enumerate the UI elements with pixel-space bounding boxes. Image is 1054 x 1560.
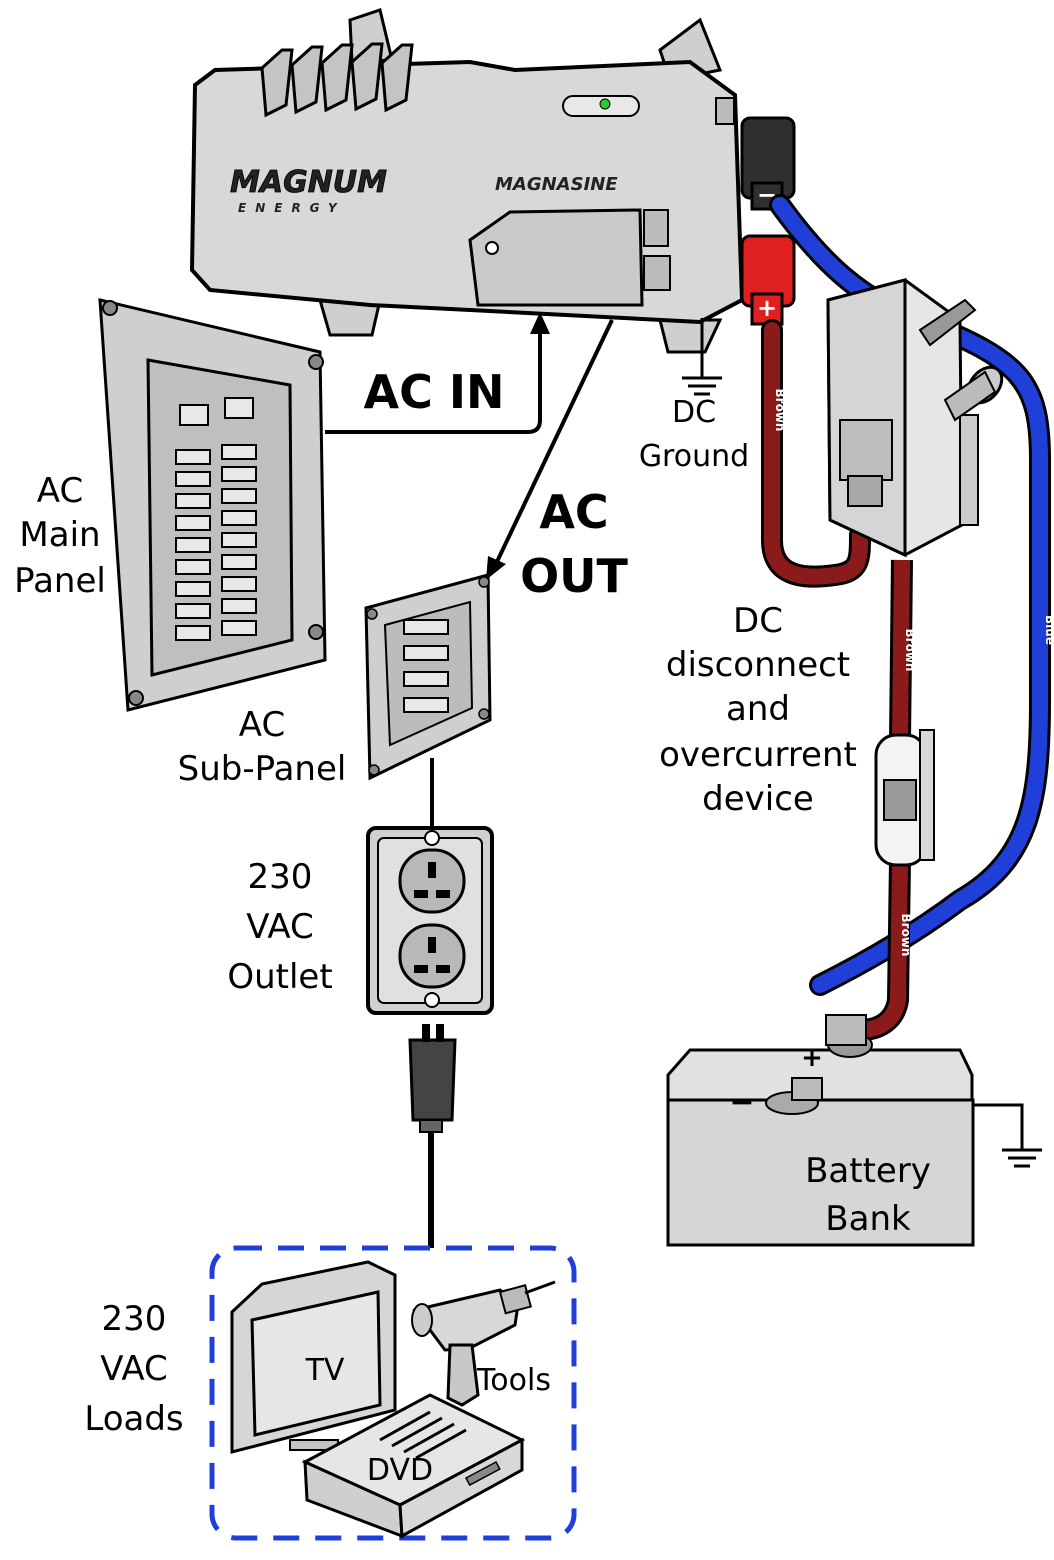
dc-ground-label-line2: Ground [639,439,749,474]
battery-negative-label: − [729,1085,754,1120]
dc-disconnect-label-line1: DC [733,601,783,641]
drill-icon [411,1280,556,1407]
inverter-model: MAGNASINE [495,174,618,195]
positive-terminal-label: + [757,294,777,322]
loads-box [209,1245,577,1541]
ac-in-arrow [325,328,542,434]
ac-sub-label-line1: AC [239,705,285,745]
battery-label-line1: Battery [805,1151,931,1191]
dc-disconnect-label-line5: device [702,779,814,819]
blue-wire-label: Blue [1043,615,1054,645]
brown-wire-label-1: Brown [773,389,787,432]
battery-label-line2: Bank [825,1199,911,1239]
tv-icon [230,1260,397,1454]
inverter-brand-sub: ENERGY [238,201,346,215]
ac-out-label-line2: OUT [520,549,628,603]
outlet-label-line3: Outlet [227,957,332,997]
dvd-label: DVD [367,1453,433,1488]
loads-label-line2: VAC [100,1349,168,1389]
brown-wire-label-2: Brown [903,629,917,672]
dc-disconnect-device [826,278,1004,867]
outlet-label-line2: VAC [246,907,314,947]
brown-wire-label-3: Brown [899,914,913,957]
ac-sub-label-line2: Sub-Panel [178,749,347,789]
ac-out-label-line1: AC [539,485,608,539]
dc-ground-symbol [682,318,722,396]
plug [408,1024,457,1133]
ac-in-label: AC IN [364,365,505,419]
inverter-brand: MAGNUM [230,165,387,200]
dc-disconnect-label-line3: and [726,689,790,729]
ac-sub-panel [364,573,492,781]
inverter: MAGNUM ENERGY MAGNASINE [189,8,745,354]
loads-label-line3: Loads [84,1399,183,1439]
outlet-label-line1: 230 [248,857,313,897]
battery-bank: + − [666,1014,975,1247]
ac-main-label-line3: Panel [14,561,106,601]
dvd-icon [301,1393,526,1539]
tools-label: Tools [476,1363,551,1398]
dc-disconnect-label-line2: disconnect [666,645,850,685]
dc-ground-label-line1: DC [672,395,716,430]
ac-main-label-line2: Main [19,515,100,555]
battery-positive-label: + [801,1043,823,1073]
loads-label-line1: 230 [102,1299,167,1339]
ac-main-label-line1: AC [37,471,83,511]
ac-outlet [366,826,494,1015]
inverter-dc-terminals: − + [740,116,796,326]
dc-disconnect-label-line4: overcurrent [659,735,857,775]
tv-label: TV [305,1353,345,1388]
ac-main-panel [98,298,327,712]
